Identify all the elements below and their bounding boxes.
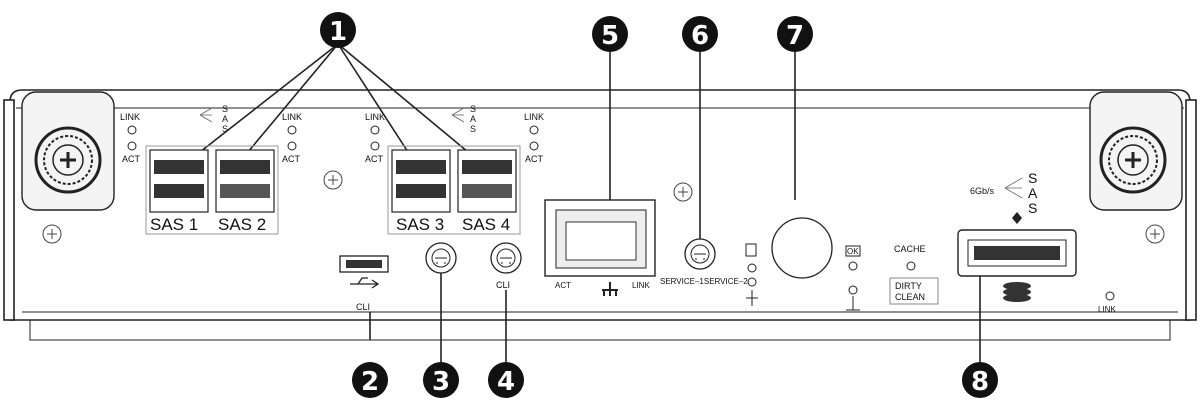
cli-serial-label: CLI bbox=[496, 280, 510, 290]
unit-locator-led-icon bbox=[747, 277, 757, 287]
callout-number: 3 bbox=[432, 367, 450, 397]
callout-number: 5 bbox=[601, 21, 619, 51]
expansion-sas-logo-icon: 6Gb/s S A S bbox=[970, 170, 1038, 216]
callout-4: 4 bbox=[488, 362, 524, 398]
callout-8: 8 bbox=[962, 362, 998, 398]
link-led-icon bbox=[127, 125, 137, 135]
service-port[interactable]: SERVICE–1SERVICE–2 bbox=[660, 238, 748, 286]
clean-label: CLEAN bbox=[895, 292, 925, 302]
panel-screws bbox=[42, 170, 1165, 244]
callout-6: 6 bbox=[682, 16, 718, 52]
dirty-label: DIRTY bbox=[895, 281, 922, 291]
host-port-group-3-4: SAS 3 SAS 4 bbox=[387, 145, 521, 235]
locator-icon bbox=[746, 290, 758, 306]
ethernet-link-label: LINK bbox=[632, 281, 650, 290]
right-thumbscrew-icon[interactable] bbox=[1089, 91, 1183, 211]
chassis bbox=[3, 89, 1197, 341]
callout-number: 6 bbox=[691, 21, 709, 51]
service-label: SERVICE–1SERVICE–2 bbox=[660, 277, 748, 286]
sas-letter: A bbox=[470, 114, 476, 124]
cache-label: CACHE bbox=[894, 244, 926, 254]
diamond-icon bbox=[1012, 212, 1022, 224]
callout-5: 5 bbox=[592, 16, 628, 52]
expansion-link-label: LINK bbox=[1098, 305, 1116, 314]
callout-number: 8 bbox=[971, 367, 989, 397]
cli-serial-port[interactable]: CLI bbox=[490, 242, 522, 290]
cache-led-icon bbox=[906, 261, 916, 271]
host-port-group-1-2: SAS 1 SAS 2 bbox=[145, 145, 279, 235]
act-label: ACT bbox=[525, 154, 544, 164]
left-thumbscrew-icon[interactable] bbox=[21, 91, 115, 211]
callout-number: 2 bbox=[361, 367, 379, 397]
ethernet-port[interactable]: ACT LINK bbox=[544, 199, 656, 296]
sas-2-label: SAS 2 bbox=[218, 215, 266, 234]
link-label: LINK bbox=[524, 112, 544, 122]
link-label: LINK bbox=[120, 112, 140, 122]
sas-letter: S bbox=[470, 104, 476, 114]
ok-label: OK bbox=[847, 247, 859, 256]
callout-number: 4 bbox=[497, 367, 515, 397]
status-indicator-7 bbox=[771, 217, 833, 279]
fru-led-icon bbox=[747, 263, 757, 273]
usb-icon bbox=[350, 277, 380, 289]
link-label: LINK bbox=[282, 112, 302, 122]
link-led-icon bbox=[370, 125, 380, 135]
sas-port-connector-icon[interactable] bbox=[220, 160, 270, 174]
usb-cli-port[interactable]: CLI bbox=[339, 255, 389, 312]
expansion-port[interactable] bbox=[957, 212, 1077, 302]
ethernet-act-label: ACT bbox=[555, 281, 571, 290]
network-icon bbox=[602, 282, 618, 296]
act-led-icon bbox=[529, 141, 539, 151]
act-label: ACT bbox=[122, 154, 141, 164]
fru-icon bbox=[745, 243, 757, 257]
sas-logo-icon: S A S bbox=[199, 104, 228, 134]
sas-letter: S bbox=[222, 104, 228, 114]
callout-number: 1 bbox=[329, 17, 347, 47]
sas-letter: S bbox=[222, 124, 228, 134]
sas-port-connector-icon[interactable] bbox=[462, 160, 512, 174]
sas-port-connector-icon[interactable] bbox=[462, 184, 512, 198]
sas-port-connector-icon[interactable] bbox=[220, 184, 270, 198]
callout-7: 7 bbox=[777, 16, 813, 52]
callout-3: 3 bbox=[423, 362, 459, 398]
service-port-3[interactable] bbox=[425, 242, 457, 274]
link-led-icon bbox=[529, 125, 539, 135]
sas-letter: S bbox=[1028, 170, 1037, 186]
sas-3-label: SAS 3 bbox=[396, 215, 444, 234]
link-led-icon bbox=[287, 125, 297, 135]
fault-icon bbox=[846, 296, 860, 311]
callout-number: 7 bbox=[786, 21, 804, 51]
ok-led-icon bbox=[848, 261, 858, 271]
sas-letter: S bbox=[1028, 200, 1037, 216]
act-led-icon bbox=[127, 141, 137, 151]
sas-port-connector-icon[interactable] bbox=[396, 160, 446, 174]
disk-stack-icon bbox=[1003, 282, 1031, 290]
host-port-leds: LINK ACT LINK ACT LINK ACT LINK ACT bbox=[120, 112, 544, 164]
sas-port-connector-icon[interactable] bbox=[154, 160, 204, 174]
sas-logo-icon: S A S bbox=[451, 104, 476, 134]
status-indicators: OK CACHE DIRTY CLEAN bbox=[745, 217, 939, 311]
leader-lines bbox=[199, 43, 981, 362]
sas-letter: A bbox=[222, 114, 228, 124]
act-led-icon bbox=[287, 141, 297, 151]
sas-letter: A bbox=[1028, 185, 1038, 201]
act-label: ACT bbox=[282, 154, 301, 164]
act-label: ACT bbox=[365, 154, 384, 164]
sas-4-label: SAS 4 bbox=[462, 215, 510, 234]
expansion-link-led-icon bbox=[1105, 291, 1115, 301]
sas-port-connector-icon[interactable] bbox=[154, 184, 204, 198]
expansion-speed-label: 6Gb/s bbox=[970, 186, 995, 196]
callout-1: 1 bbox=[320, 12, 356, 48]
callout-2: 2 bbox=[352, 362, 388, 398]
usb-cli-label: CLI bbox=[356, 302, 370, 312]
sas-port-connector-icon[interactable] bbox=[396, 184, 446, 198]
link-label: LINK bbox=[365, 112, 385, 122]
sas-letter: S bbox=[470, 124, 476, 134]
fault-led-icon bbox=[848, 285, 858, 295]
act-led-icon bbox=[370, 141, 380, 151]
sas-1-label: SAS 1 bbox=[150, 215, 198, 234]
